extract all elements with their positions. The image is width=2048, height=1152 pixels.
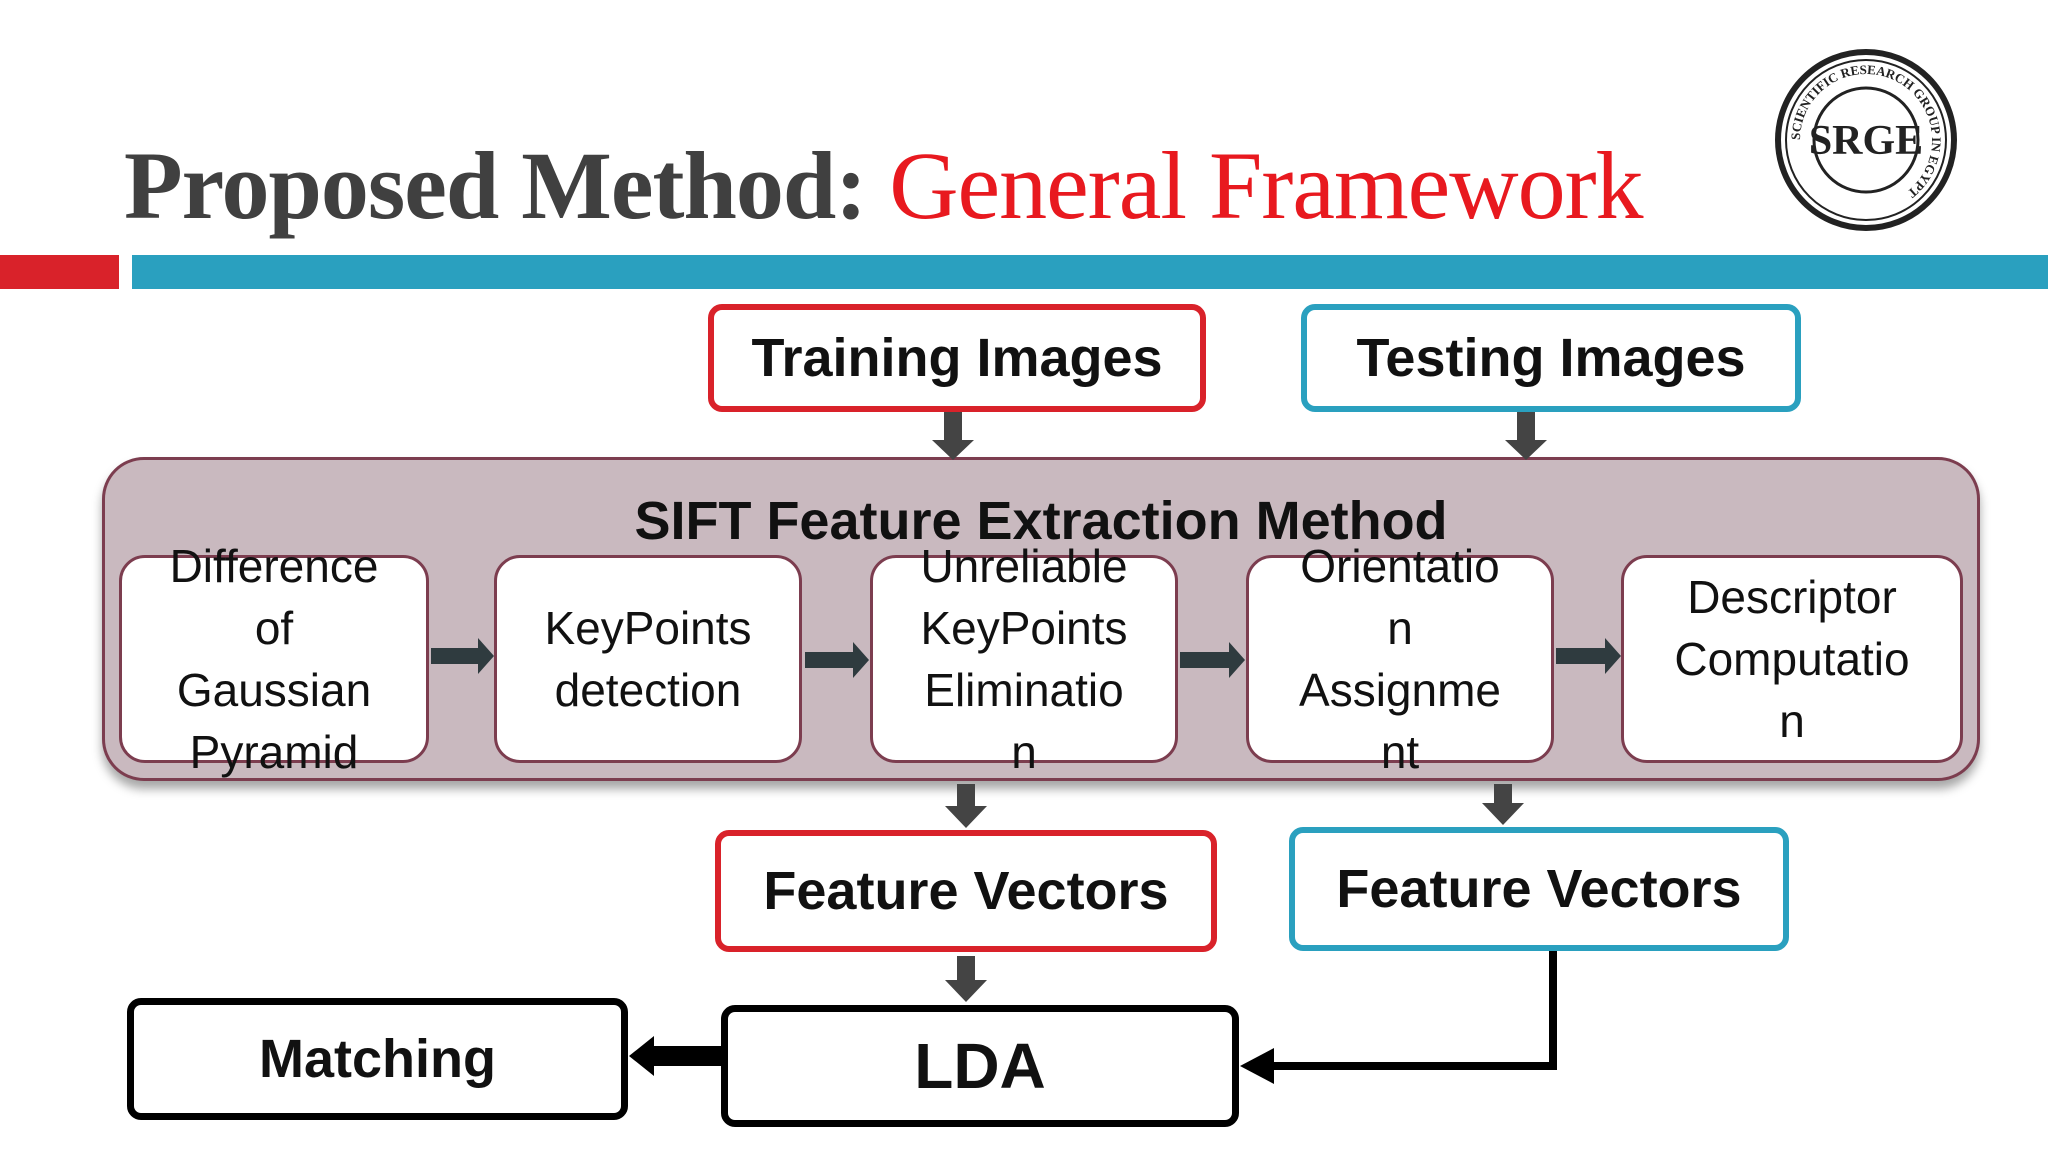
training-images-label: Training Images bbox=[751, 328, 1163, 388]
step-keypoints-detection-label: KeyPoints detection bbox=[544, 602, 752, 716]
step-descriptor-computation-label: Descriptor Computatio n bbox=[1674, 571, 1910, 747]
arrow-lda-to-matching-icon bbox=[629, 1036, 721, 1076]
matching-box: Matching bbox=[127, 998, 628, 1120]
arrow-panel-to-test-fv-icon bbox=[1482, 784, 1524, 825]
arrow-panel-to-train-fv-icon bbox=[945, 784, 987, 828]
feature-vectors-train-box: Feature Vectors bbox=[715, 830, 1217, 952]
arrow-test-fv-to-lda-line bbox=[1272, 951, 1557, 1070]
sift-panel-title: SIFT Feature Extraction Method bbox=[634, 491, 1448, 551]
srge-logo: SCIENTIFIC RESEARCH GROUP IN EGYPT SRGE bbox=[1775, 49, 1957, 231]
lda-box: LDA bbox=[721, 1005, 1239, 1127]
step-unreliable-keypoints-label: Unreliable KeyPoints Eliminatio n bbox=[920, 540, 1128, 778]
feature-vectors-test-label: Feature Vectors bbox=[1336, 859, 1742, 919]
step-unreliable-keypoints: Unreliable KeyPoints Eliminatio n bbox=[870, 540, 1178, 778]
arrow-training-down-icon bbox=[932, 412, 974, 460]
step-descriptor-computation: Descriptor Computatio n bbox=[1621, 555, 1963, 763]
title-divider-blue bbox=[132, 255, 2048, 289]
slide-title: Proposed Method: General Framework bbox=[124, 130, 1644, 241]
feature-vectors-train-label: Feature Vectors bbox=[763, 861, 1169, 921]
arrow-test-fv-to-lda-icon bbox=[1240, 1048, 1274, 1084]
title-divider-red bbox=[0, 255, 119, 289]
matching-label: Matching bbox=[259, 1029, 496, 1089]
title-main: Proposed Method: bbox=[124, 132, 867, 239]
step-dog-pyramid-label: Difference of Gaussian Pyramid bbox=[169, 540, 379, 778]
step-keypoints-detection: KeyPoints detection bbox=[494, 555, 802, 763]
step-dog-pyramid: Difference of Gaussian Pyramid bbox=[119, 540, 429, 778]
arrow-testing-down-icon bbox=[1505, 412, 1547, 460]
logo-text: SRGE bbox=[1809, 118, 1923, 164]
feature-vectors-test-box: Feature Vectors bbox=[1289, 827, 1789, 951]
testing-images-label: Testing Images bbox=[1356, 328, 1746, 388]
arrow-fv-to-lda-icon bbox=[945, 956, 987, 1002]
step-orientation-assignment-label: Orientatio n Assignme nt bbox=[1299, 540, 1501, 778]
testing-images-box: Testing Images bbox=[1301, 304, 1801, 412]
title-accent: General Framework bbox=[889, 132, 1643, 239]
step-orientation-assignment: Orientatio n Assignme nt bbox=[1246, 540, 1554, 778]
training-images-box: Training Images bbox=[708, 304, 1206, 412]
lda-label: LDA bbox=[914, 1030, 1046, 1102]
